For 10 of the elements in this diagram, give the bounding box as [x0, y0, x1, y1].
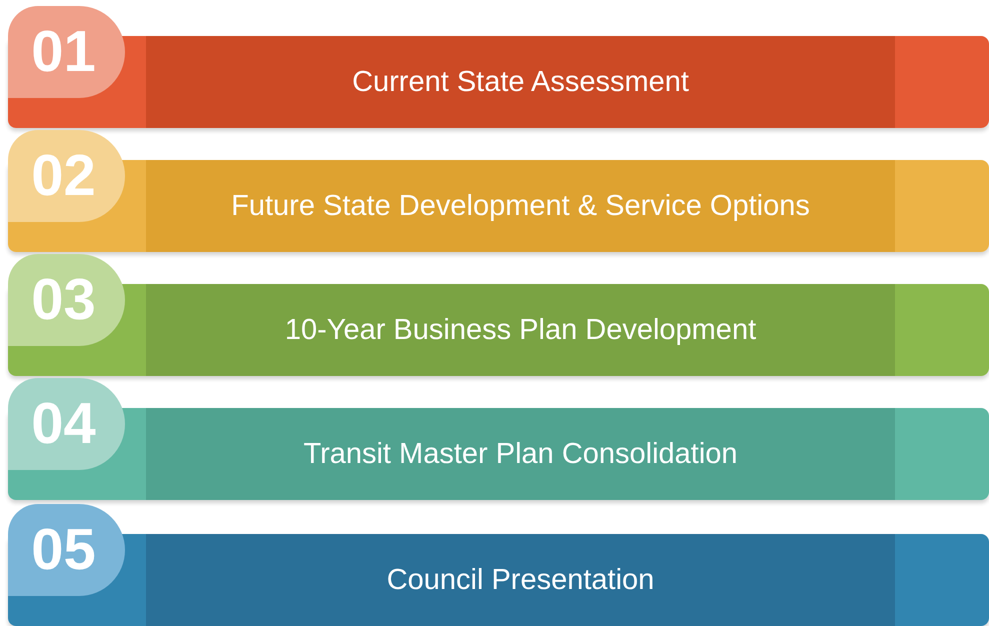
step-title: Current State Assessment — [351, 65, 690, 100]
step-title: Council Presentation — [386, 563, 656, 598]
step-number: 02 — [8, 130, 125, 222]
step-title: 10-Year Business Plan Development — [284, 313, 758, 348]
step-number: 03 — [8, 254, 125, 346]
step-title: Future State Development & Service Options — [230, 189, 811, 224]
step-number: 01 — [8, 6, 125, 98]
step-number: 05 — [8, 504, 125, 596]
step-number: 04 — [8, 378, 125, 470]
step-title: Transit Master Plan Consolidation — [302, 437, 739, 472]
